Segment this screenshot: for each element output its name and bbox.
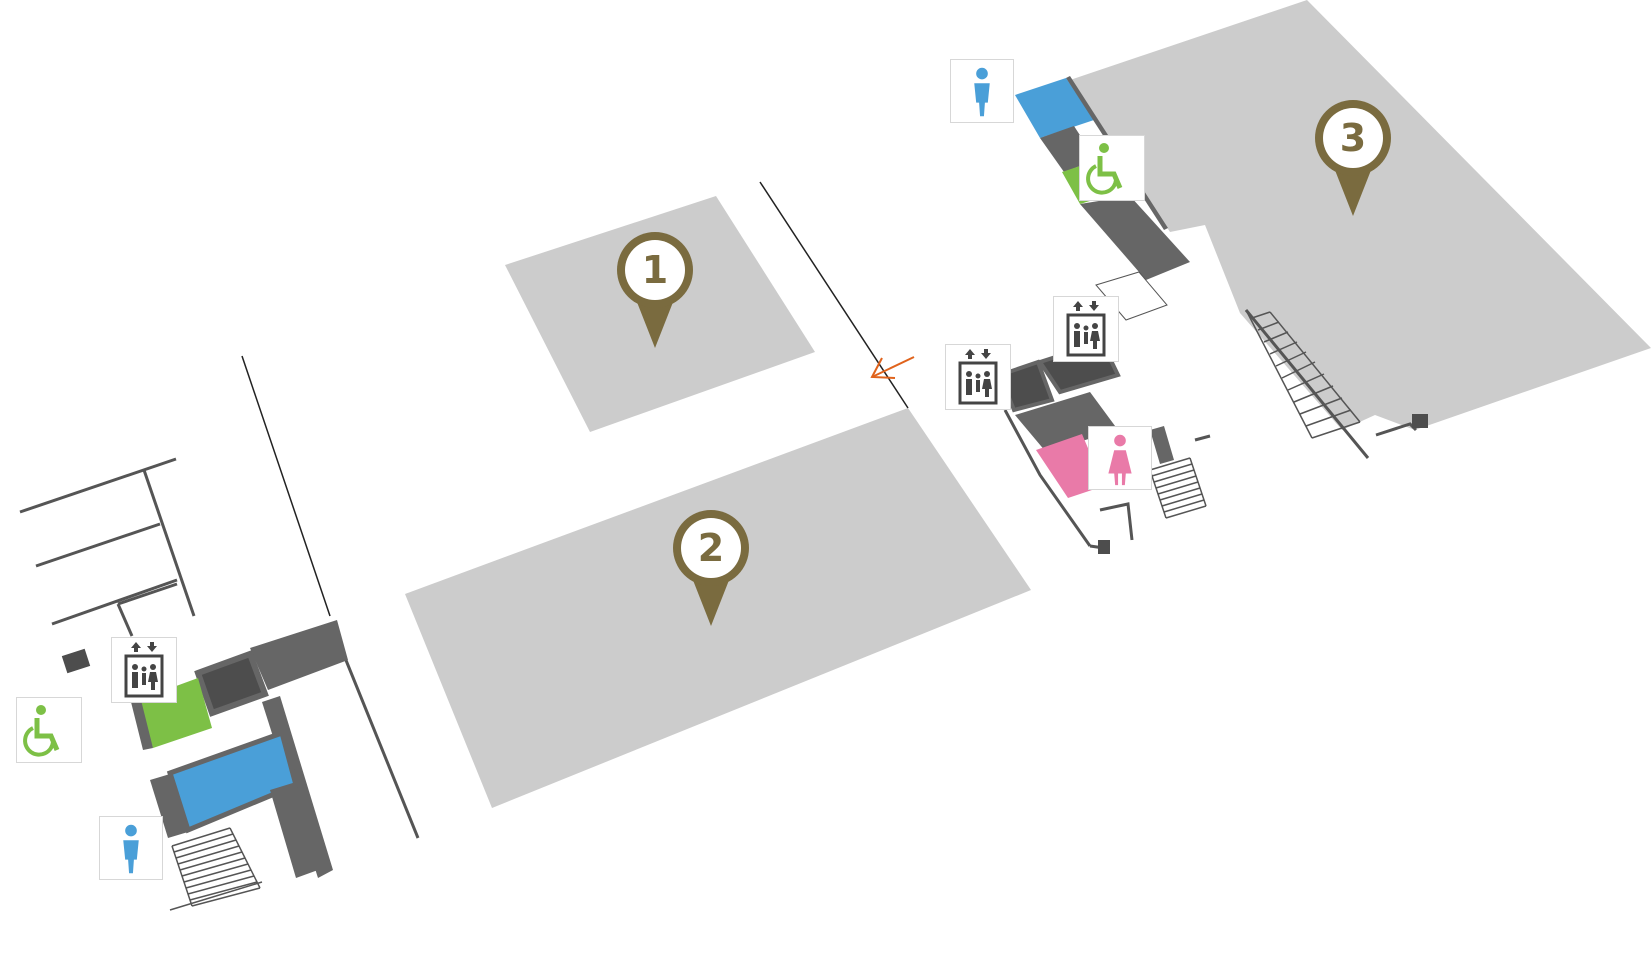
left-stairs	[169, 827, 263, 911]
left-wall-column	[128, 688, 153, 750]
pin-area-3-label: 3	[1340, 116, 1366, 160]
right-corner-block	[1412, 414, 1428, 428]
right-female-restroom	[1036, 434, 1104, 498]
pin-area-1-label: 1	[642, 248, 668, 292]
male-restroom-icon[interactable]	[950, 59, 1014, 123]
left-small-block	[61, 648, 91, 674]
right-dark-block-mid	[1080, 196, 1190, 280]
right-stairs-lower	[1149, 457, 1207, 519]
pin-area-2-label: 2	[698, 526, 724, 570]
corridor-line-center	[759, 181, 909, 409]
area-3-zone[interactable]	[1070, 0, 1651, 430]
right-building-outline	[1003, 309, 1418, 550]
wheelchair-accessible-icon-2[interactable]	[16, 697, 82, 763]
pin-area-2[interactable]: 2	[673, 510, 749, 626]
left-wall-lower-right	[270, 782, 318, 878]
right-male-restroom	[1015, 78, 1094, 138]
left-building	[19, 457, 420, 839]
left-elevator-shaft	[194, 650, 269, 717]
pin-area-1[interactable]: 1	[617, 232, 693, 348]
right-stairs-upper	[1245, 309, 1361, 439]
elevator-icon-3[interactable]	[111, 637, 177, 703]
entrance-arrow-icon	[870, 356, 915, 379]
right-female-wall	[1150, 426, 1174, 464]
elevator-icon-2[interactable]	[945, 344, 1011, 410]
left-wall-lower	[150, 774, 188, 838]
female-restroom-icon[interactable]	[1088, 426, 1152, 490]
male-restroom-icon-2[interactable]	[99, 816, 163, 880]
elevator-icon[interactable]	[1053, 296, 1119, 362]
corridor-line-left	[241, 355, 331, 617]
left-wall-block	[250, 620, 348, 690]
right-small-block	[1098, 540, 1110, 554]
pin-area-3[interactable]: 3	[1315, 100, 1391, 216]
left-male-restroom	[166, 729, 299, 834]
wheelchair-accessible-icon[interactable]	[1079, 135, 1145, 201]
